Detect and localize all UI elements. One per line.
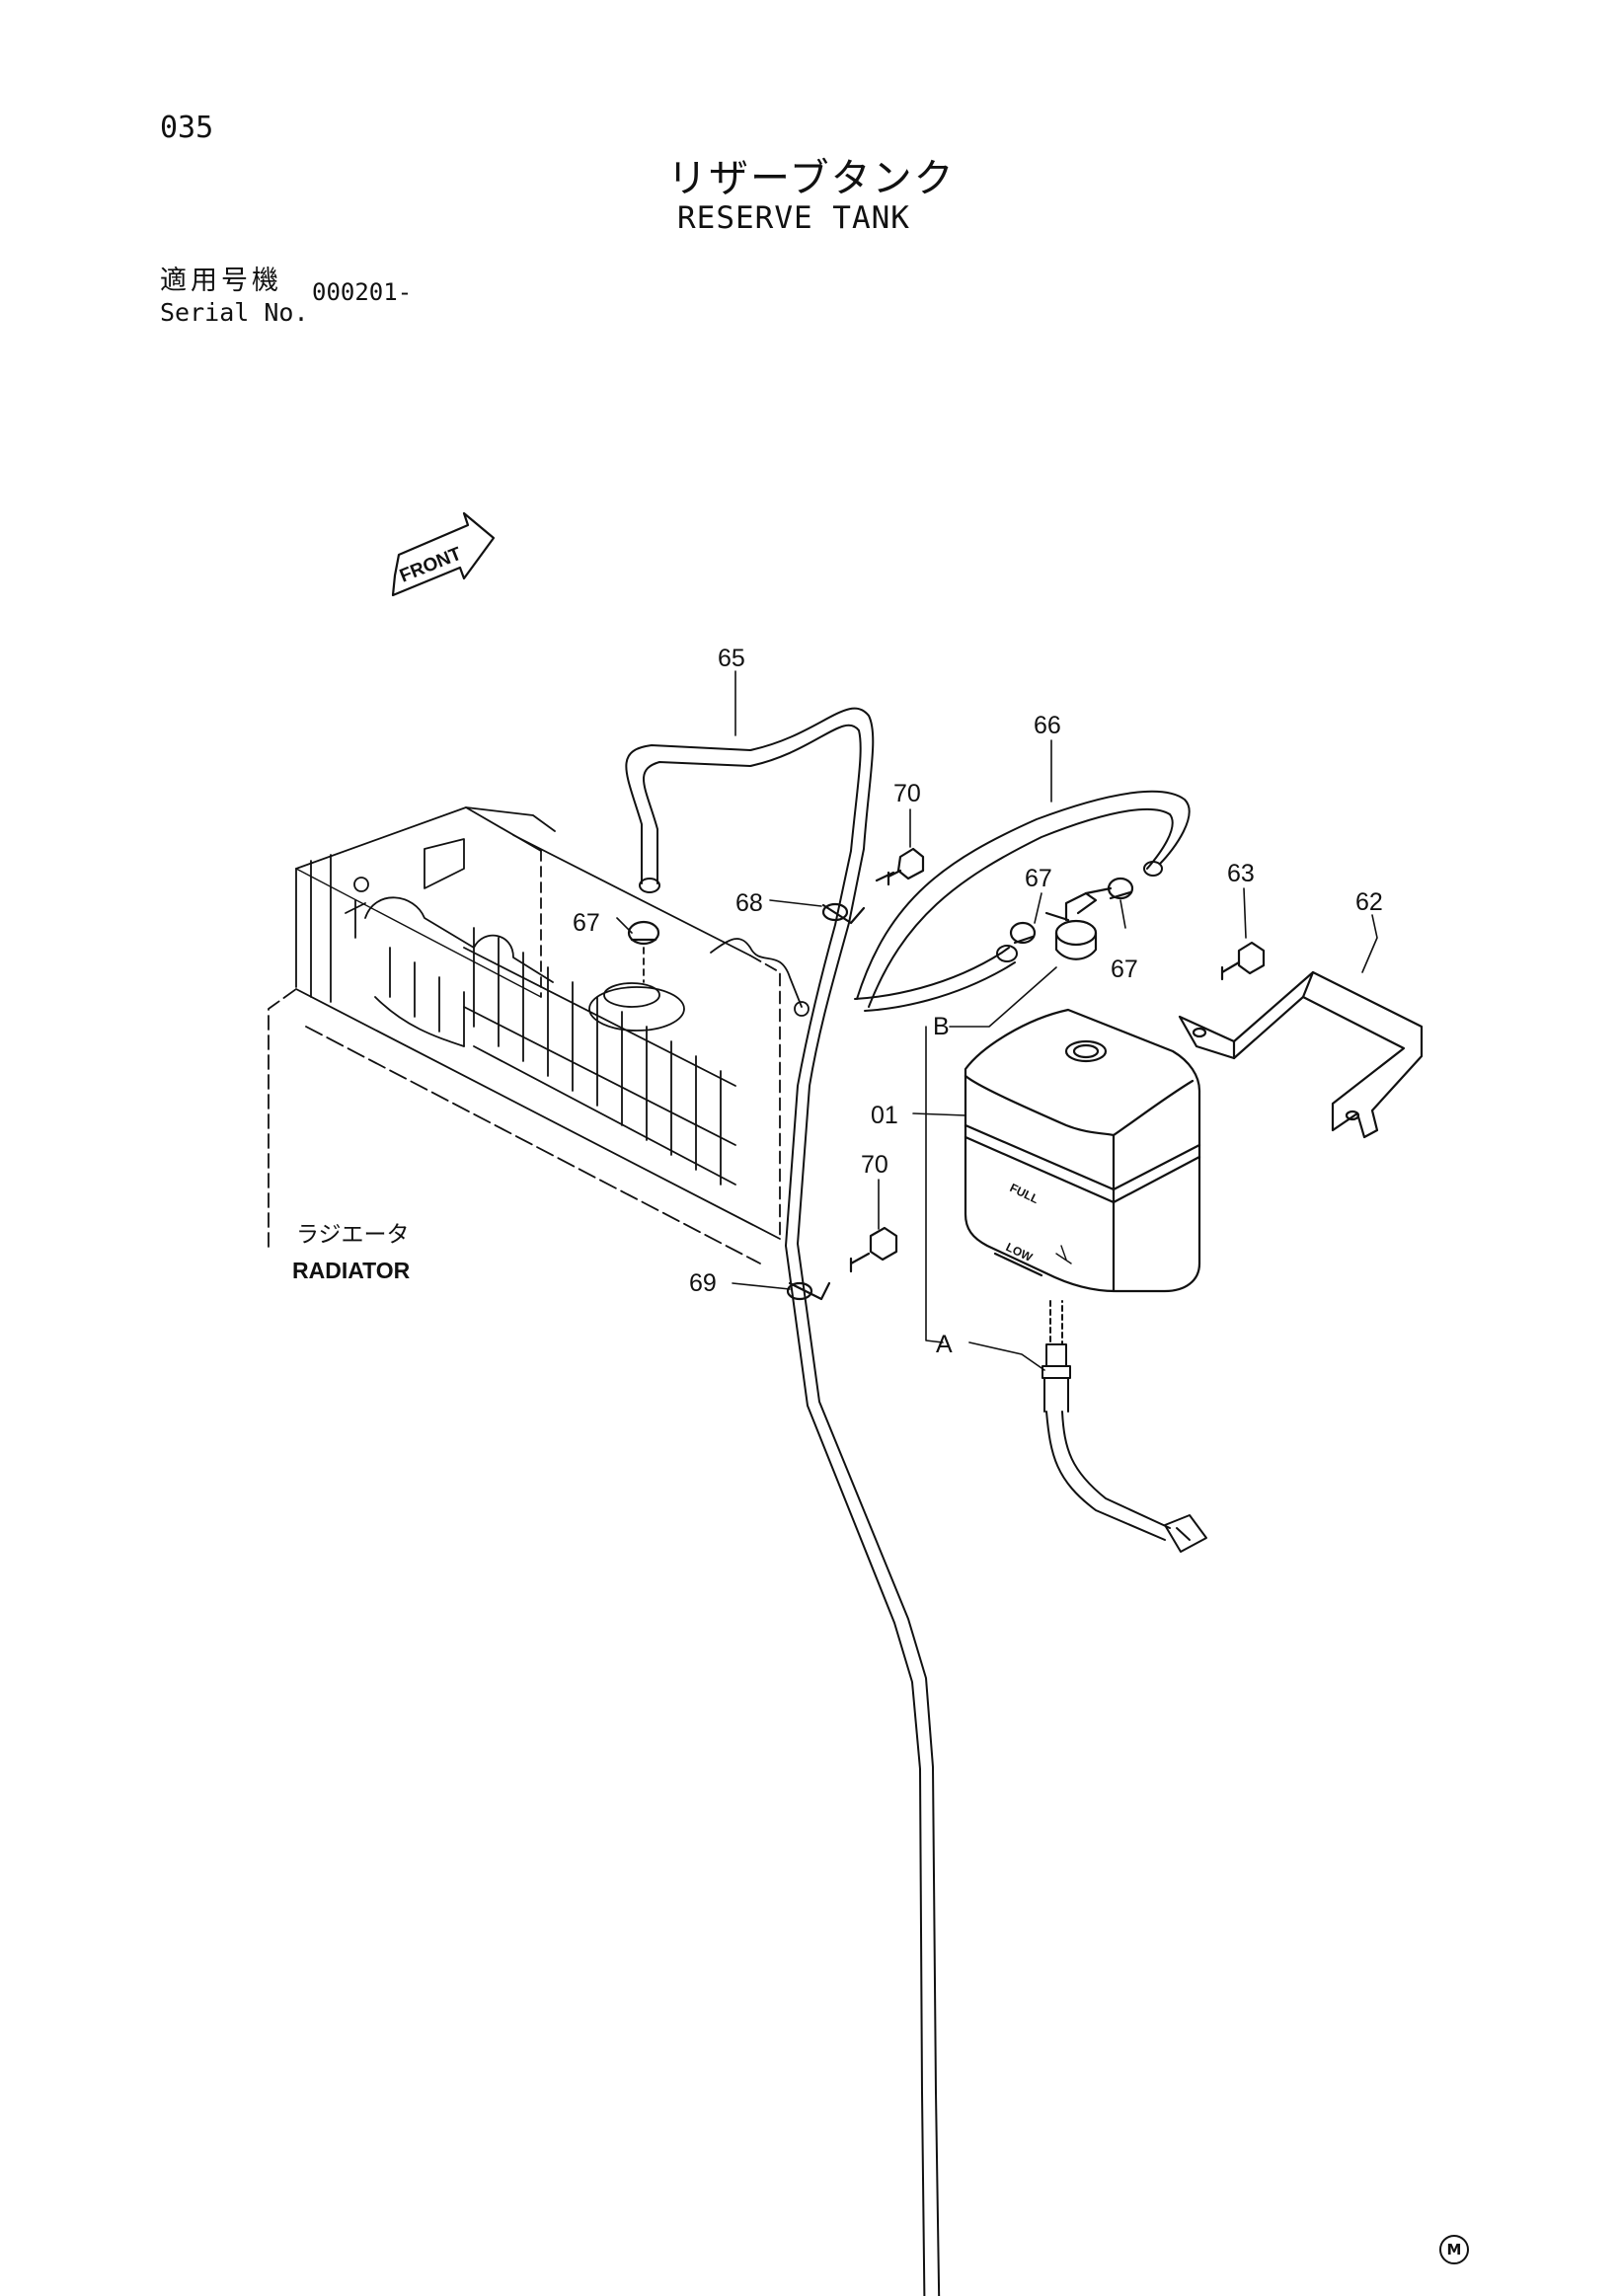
- leader-lines: [616, 670, 1378, 1371]
- callout-65: 65: [718, 645, 745, 672]
- bolt-63: [1220, 941, 1266, 981]
- radiator-label: RADIATOR: [292, 1258, 411, 1283]
- callout-a: A: [936, 1331, 953, 1358]
- callout-67-right: 67: [1111, 956, 1138, 983]
- serial-label: Serial No.: [160, 298, 309, 327]
- clip-67-radiator: [627, 920, 660, 946]
- clamp-68: [821, 902, 866, 925]
- clip-67-left: [1009, 921, 1037, 945]
- page-title-japanese: リザーブタンク: [667, 156, 956, 201]
- page-title: RESERVE TANK: [677, 200, 910, 236]
- callout-b: B: [933, 1013, 950, 1040]
- callout-67-left: 67: [1025, 865, 1052, 892]
- bracket-62: [1178, 970, 1424, 1139]
- callout-66: 66: [1034, 712, 1061, 739]
- reserve-tank: FULL LOW: [964, 1008, 1201, 1293]
- level-sensor: [1041, 1300, 1207, 1553]
- clamp-69: [786, 1281, 831, 1301]
- callout-67-radiator: 67: [573, 909, 600, 937]
- hose-65: [625, 707, 941, 2296]
- callout-69: 69: [689, 1269, 717, 1297]
- clip-67-right: [1107, 877, 1134, 900]
- callout-70-lower: 70: [861, 1151, 888, 1179]
- bolt-70-lower: [849, 1226, 898, 1273]
- callouts: 65 66 70 68 67 67 67 63 62 B 01 70 69 A: [573, 645, 1383, 1358]
- mark-m-icon: M: [1439, 2235, 1469, 2264]
- callout-68: 68: [735, 889, 763, 917]
- radiator-drawing: [268, 806, 810, 1264]
- tank-full-label: FULL: [1008, 1181, 1041, 1206]
- callout-70-upper: 70: [893, 780, 921, 807]
- serial-label-japanese: 適用号機: [160, 266, 282, 296]
- tank-cap-fitting: [1044, 886, 1113, 960]
- page-number: 035: [160, 111, 214, 145]
- front-arrow-icon: FRONT: [391, 511, 496, 597]
- serial-value: 000201-: [312, 278, 413, 306]
- callout-62: 62: [1355, 888, 1383, 916]
- hose-66: [854, 790, 1191, 1012]
- callout-01: 01: [871, 1102, 898, 1129]
- radiator-label-japanese: ラジエータ: [296, 1221, 410, 1247]
- callout-63: 63: [1227, 860, 1255, 887]
- bolt-70-upper: [875, 847, 925, 886]
